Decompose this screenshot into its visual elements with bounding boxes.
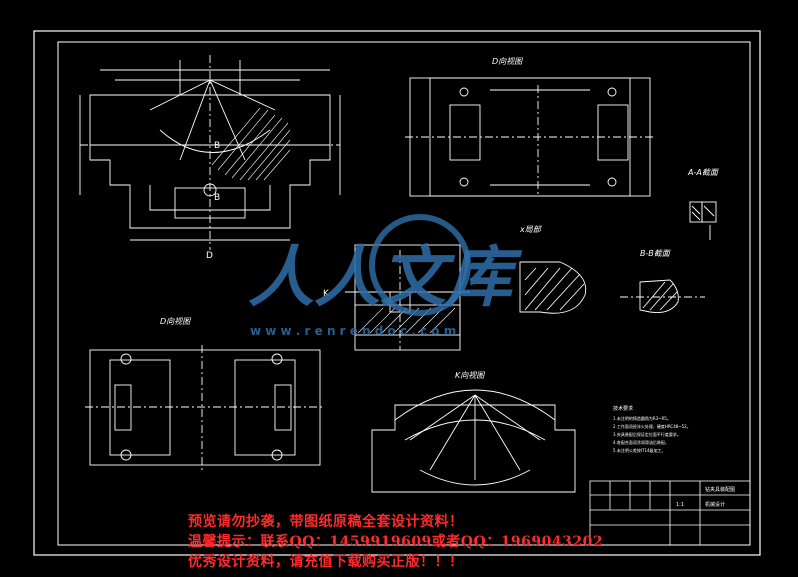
watermark-chinese: 人人文库 xyxy=(248,239,523,316)
outer-frame xyxy=(33,30,761,556)
warning-line-1: 预览请勿抄袭，带图纸原稿全套设计资料！ xyxy=(188,514,464,530)
aa-section xyxy=(689,201,717,240)
warning-line-2: 温馨提示：联系QQ：1459919609或者QQ：1969043202 xyxy=(188,534,604,550)
view-label-b-bottom: B xyxy=(214,193,220,203)
inner-frame xyxy=(57,41,751,546)
title-block-name: 钻夹具装配图 xyxy=(705,486,735,493)
title-block xyxy=(589,480,751,546)
aa-section-title: A-A截面 xyxy=(687,168,720,177)
notes-line-4: 4.各配合面须涂润滑油后装配。 xyxy=(613,439,669,445)
title-block-drawing-no: 机械设计 xyxy=(705,501,725,508)
x-local-title: x局部 xyxy=(519,225,543,234)
x-local-section xyxy=(519,261,587,314)
notes-line-2: 2.工作面须经淬火处理，硬度HRC48~52。 xyxy=(613,423,691,429)
watermark-logo: 人人文库 w w w . r e n r e n d o c . c o m xyxy=(248,214,523,338)
notes-line-5: 5.未注明公差按IT14级加工。 xyxy=(613,447,666,453)
notes-title: 技术要求 xyxy=(613,405,633,412)
notes-line-3: 3.夹具装配后保证定位面平行度要求。 xyxy=(613,431,681,437)
d-view-bottom-title: D向视图 xyxy=(160,317,191,326)
d-view-top-title: D向视图 xyxy=(492,57,523,66)
view-label-b-top: B xyxy=(214,141,220,151)
k-view-title: K向视图 xyxy=(455,371,485,380)
warning-line-3: 优秀设计资料，请充值下载购买正版！！！ xyxy=(188,554,464,570)
front-view xyxy=(79,55,341,250)
view-label-d: D xyxy=(206,251,213,261)
watermark-url: w w w . r e n r e n d o c . c o m xyxy=(250,324,456,338)
title-block-scale: 1:1 xyxy=(676,502,684,508)
notes-line-1: 1.未注明的铸造圆角为R3~R5。 xyxy=(613,415,671,421)
bb-section xyxy=(620,279,705,313)
front-view-hatch xyxy=(211,107,291,181)
k-label: K xyxy=(323,289,330,299)
d-view-bottom xyxy=(85,345,325,470)
d-view-top xyxy=(405,77,655,197)
k-detail xyxy=(345,244,470,351)
k-detail-hatch xyxy=(357,307,456,334)
bb-section-title: B-B截面 xyxy=(640,249,672,258)
k-view xyxy=(371,389,576,493)
